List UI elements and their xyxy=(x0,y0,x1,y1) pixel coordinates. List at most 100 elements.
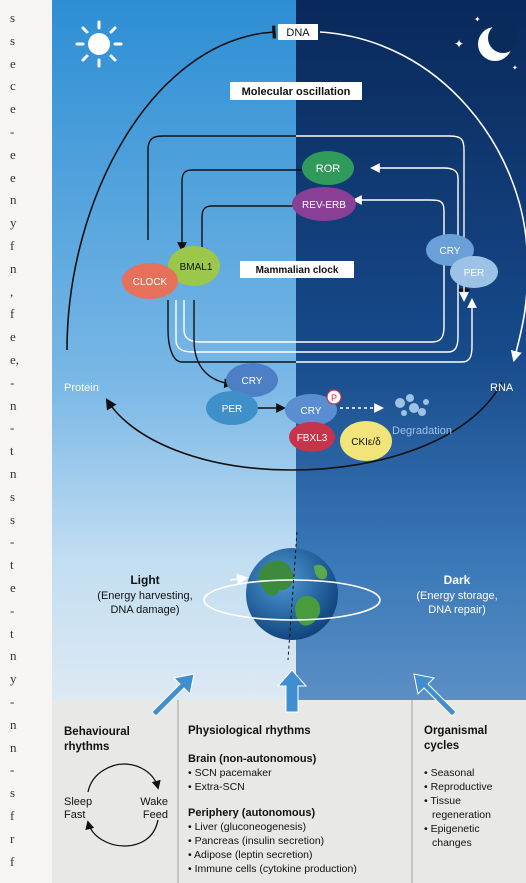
margin-letter: , xyxy=(10,283,14,299)
bmal1-protein xyxy=(168,246,220,286)
brain-item: • Extra-SCN xyxy=(188,781,245,793)
svg-text:✦: ✦ xyxy=(512,64,518,72)
wake-label: Wake xyxy=(140,796,168,808)
margin-letter: - xyxy=(10,374,15,390)
dark-subtitle-1: (Energy storage, xyxy=(416,590,497,602)
periphery-item: • Adipose (leptin secretion) xyxy=(188,849,313,861)
margin-letter: t xyxy=(10,625,14,641)
behavioural-title-2: rhythms xyxy=(64,741,109,753)
margin-letter: - xyxy=(10,534,15,550)
per-right-label: PER xyxy=(464,268,485,279)
clock-label: CLOCK xyxy=(133,277,168,288)
fbxl3-label: FBXL3 xyxy=(297,433,328,444)
mammalian-clock-box xyxy=(240,261,354,278)
bottom-panel xyxy=(52,700,526,883)
dark-subtitle-2: DNA repair) xyxy=(428,604,485,616)
rna-label: RNA xyxy=(490,382,514,394)
organismal-item: • Epigenetic xyxy=(424,823,480,835)
light-subtitle-2: DNA damage) xyxy=(110,604,179,616)
clock-to-ror-loop xyxy=(175,163,459,353)
rev-erb-protein xyxy=(292,187,356,221)
margin-letter: e xyxy=(10,169,16,185)
margin-letter: e xyxy=(10,101,16,117)
per-center-label: PER xyxy=(222,404,243,415)
ror-label: ROR xyxy=(316,163,341,175)
margin-letter: s xyxy=(10,785,16,801)
margin-letter: s xyxy=(10,10,16,25)
fbxl3-protein xyxy=(289,422,335,452)
margin-letter: c xyxy=(10,78,16,94)
margin-letter: - xyxy=(10,124,15,139)
margin-letter: n xyxy=(10,192,17,208)
arrow-to-physiological xyxy=(276,669,308,713)
margin-letter: - xyxy=(10,420,15,436)
clock-protein xyxy=(122,263,178,299)
svg-text:✦: ✦ xyxy=(454,37,464,51)
margin-letter: e, xyxy=(10,352,20,367)
per-protein-right xyxy=(450,256,498,288)
feed-to-fast-arrow xyxy=(85,819,159,847)
ror-protein xyxy=(302,151,354,185)
molecular-oscillation-box xyxy=(230,82,362,100)
dark-title: Dark xyxy=(444,573,471,587)
margin-letter: f xyxy=(10,306,15,322)
light-title: Light xyxy=(130,573,159,587)
clock-to-cry-per-center xyxy=(193,300,234,389)
margin-letter: - xyxy=(10,694,15,709)
margin-letter: y xyxy=(10,215,17,231)
phosphate-badge xyxy=(326,389,342,405)
cry-center-label: CRY xyxy=(242,376,263,387)
fast-label: Fast xyxy=(64,809,85,821)
margin-letter: e xyxy=(10,55,16,71)
degradation-label: Degradation xyxy=(392,425,452,437)
physiological-title: Physiological rhythms xyxy=(188,725,311,737)
margin-letter: n xyxy=(10,716,17,732)
margin-letter: f xyxy=(10,853,15,869)
ckie-protein xyxy=(340,421,392,461)
degradation-fragments xyxy=(395,394,429,416)
phosphate-label: P xyxy=(331,393,337,403)
protein-inhibits-dna-arrow xyxy=(66,25,277,351)
margin-letter: r xyxy=(10,830,15,846)
organismal-item: regeneration xyxy=(432,809,491,821)
clock-to-cry-per-loop xyxy=(296,298,477,363)
rev-erb-label: REV-ERB xyxy=(302,200,346,211)
periphery-item: • Pancreas (insulin secretion) xyxy=(188,835,324,847)
ror-to-bmal1-arrow xyxy=(177,169,302,252)
protein-label: Protein xyxy=(64,382,99,394)
figure-canvas: ✦ ✦ ✦ DNA Molecular oscillation ROR REV-… xyxy=(52,0,526,883)
stars-icon: ✦ ✦ ✦ xyxy=(454,15,518,72)
arrow-to-organismal xyxy=(413,673,457,717)
organismal-item: • Tissue xyxy=(424,795,461,807)
clock-inner-loop-day xyxy=(167,300,296,363)
margin-letter: - xyxy=(10,762,15,778)
margin-letter: e xyxy=(10,329,16,345)
margin-letter: e xyxy=(10,580,16,595)
dna-label-box xyxy=(278,24,318,40)
margin-letter: n xyxy=(10,397,17,413)
cry-degr-label: CRY xyxy=(301,406,322,417)
svg-text:✦: ✦ xyxy=(474,15,481,24)
cry-protein-degradation xyxy=(285,394,337,426)
margin-letter: e xyxy=(10,146,16,162)
organismal-title-1: Organismal xyxy=(424,725,487,737)
margin-letter: n xyxy=(10,648,17,664)
orbit-arrow xyxy=(229,573,249,585)
sleep-label: Sleep xyxy=(64,796,92,808)
light-subtitle-1: (Energy harvesting, xyxy=(97,590,192,602)
earth-icon xyxy=(246,548,338,640)
margin-letter: f xyxy=(10,238,15,253)
margin-letter: t xyxy=(10,557,14,573)
margin-letter: t xyxy=(10,443,14,459)
circadian-figure: ✦ ✦ ✦ DNA Molecular oscillation ROR REV-… xyxy=(52,0,526,883)
brain-item: • SCN pacemaker xyxy=(188,767,272,779)
periphery-item: • Liver (gluconeogenesis) xyxy=(188,821,306,833)
brain-title: Brain (non-autonomous) xyxy=(188,753,317,765)
feed-label: Feed xyxy=(143,809,168,821)
margin-letter: n xyxy=(10,466,17,481)
organismal-item: • Reproductive xyxy=(424,781,493,793)
dna-label: DNA xyxy=(286,27,310,39)
per-protein-center xyxy=(206,391,258,425)
periphery-title: Periphery (autonomous) xyxy=(188,807,315,819)
